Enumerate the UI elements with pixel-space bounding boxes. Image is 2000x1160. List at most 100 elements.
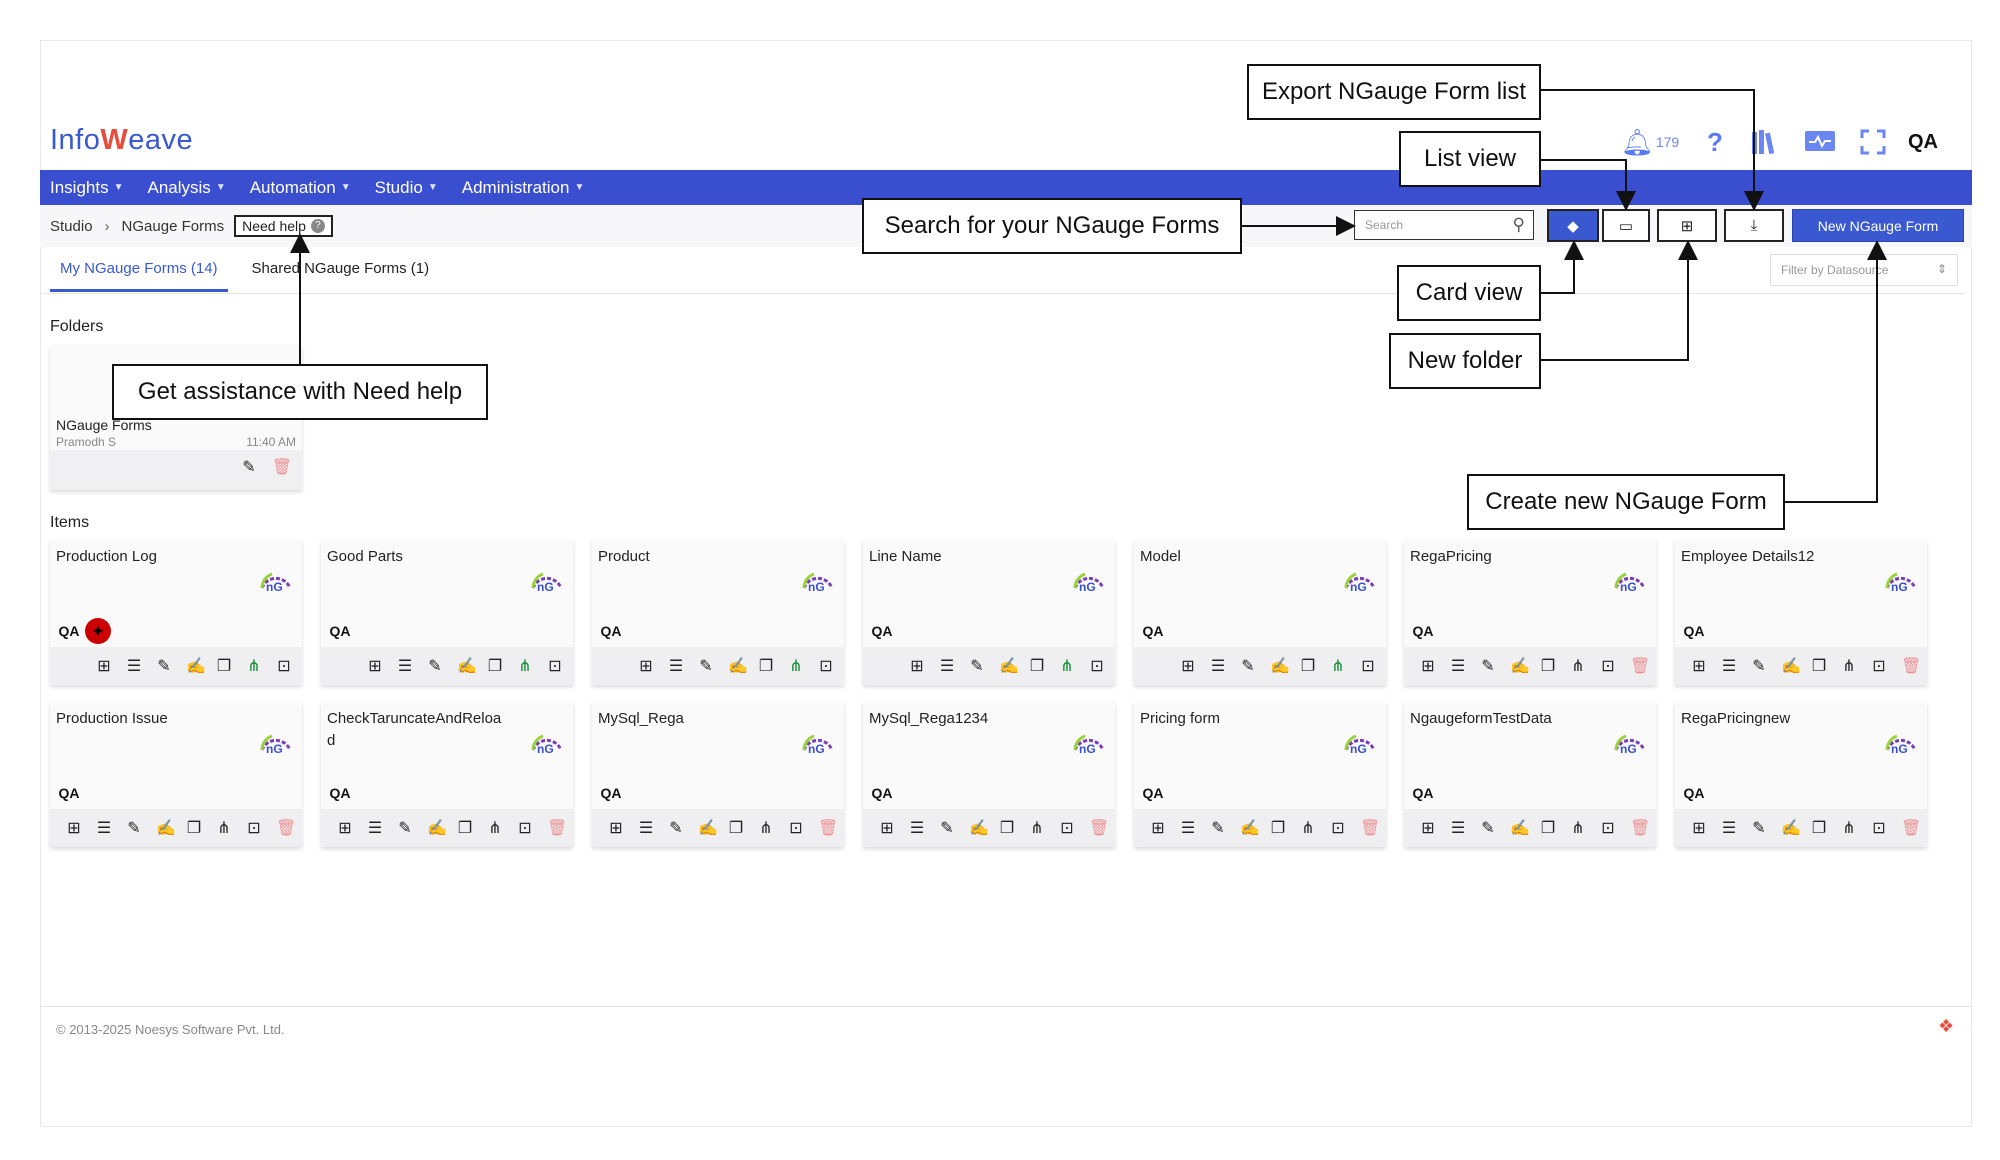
trash-icon[interactable]: 🗑︎ xyxy=(1089,820,1110,837)
plus-icon[interactable]: ⊞ xyxy=(639,658,653,675)
fullscreen-icon[interactable] xyxy=(1855,124,1891,160)
form-card[interactable]: Product nG QA ⊞☰✎✍❐⋔⊡ xyxy=(592,540,844,685)
trash-icon[interactable]: 🗑︎ xyxy=(1630,658,1651,675)
edit-icon[interactable]: ✍ xyxy=(1510,658,1530,675)
list-icon[interactable]: ☰ xyxy=(126,658,142,675)
search-input[interactable]: Search ⚲ xyxy=(1354,210,1534,240)
form-card[interactable]: Production Log nG QA✦ ⊞☰✎✍❐⋔⊡ xyxy=(50,540,302,685)
edit-icon[interactable]: ✍ xyxy=(457,658,477,675)
nav-analysis[interactable]: Analysis▼ xyxy=(148,178,226,198)
move-folder-icon[interactable]: ⊡ xyxy=(1872,658,1886,675)
share-icon[interactable]: ⋔ xyxy=(1571,658,1585,675)
copy-icon[interactable]: ❐ xyxy=(186,820,202,837)
pencil-icon[interactable]: ✎ xyxy=(157,658,171,675)
user-avatar[interactable]: QA xyxy=(1905,124,1941,160)
plus-icon[interactable]: ⊞ xyxy=(1181,658,1195,675)
copy-icon[interactable]: ❐ xyxy=(1029,658,1045,675)
form-card[interactable]: Production Issue nG QA ⊞☰✎✍❐⋔⊡🗑︎ xyxy=(50,702,302,847)
copy-icon[interactable]: ❐ xyxy=(1811,658,1827,675)
copy-icon[interactable]: ❐ xyxy=(1540,820,1556,837)
new-ngauge-form-button[interactable]: New NGauge Form xyxy=(1792,209,1964,242)
move-folder-icon[interactable]: ⊡ xyxy=(518,820,532,837)
edit-icon[interactable]: ✍ xyxy=(1240,820,1260,837)
move-folder-icon[interactable]: ⊡ xyxy=(1601,658,1615,675)
list-icon[interactable]: ☰ xyxy=(397,658,413,675)
plus-icon[interactable]: ⊞ xyxy=(338,820,352,837)
move-folder-icon[interactable]: ⊡ xyxy=(1361,658,1375,675)
pencil-icon[interactable]: ✎ xyxy=(1752,820,1766,837)
plus-icon[interactable]: ⊞ xyxy=(97,658,111,675)
list-icon[interactable]: ☰ xyxy=(909,820,925,837)
pencil-icon[interactable]: ✎ xyxy=(1241,658,1255,675)
plus-icon[interactable]: ⊞ xyxy=(1692,820,1706,837)
trash-icon[interactable]: 🗑︎ xyxy=(1901,820,1922,837)
copy-icon[interactable]: ❐ xyxy=(758,658,774,675)
pencil-icon[interactable]: ✎ xyxy=(699,658,713,675)
form-card[interactable]: CheckTaruncateAndReload nG QA ⊞☰✎✍❐⋔⊡🗑︎ xyxy=(321,702,573,847)
share-icon[interactable]: ⋔ xyxy=(1842,820,1856,837)
list-icon[interactable]: ☰ xyxy=(1210,658,1226,675)
edit-icon[interactable]: ✍ xyxy=(156,820,176,837)
nav-insights[interactable]: Insights▼ xyxy=(50,178,124,198)
list-view-button[interactable]: ▭ xyxy=(1602,209,1650,242)
nav-studio[interactable]: Studio▼ xyxy=(375,178,438,198)
nav-administration[interactable]: Administration▼ xyxy=(462,178,585,198)
infoweave-logo[interactable]: InfoWeave xyxy=(50,124,193,157)
pencil-icon[interactable]: ✎ xyxy=(1752,658,1766,675)
edit-icon[interactable]: ✍ xyxy=(999,658,1019,675)
pencil-icon[interactable]: ✎ xyxy=(669,820,683,837)
export-button[interactable]: ⤓ xyxy=(1724,209,1784,242)
form-card[interactable]: NgaugeformTestData nG QA ⊞☰✎✍❐⋔⊡🗑︎ xyxy=(1404,702,1656,847)
move-folder-icon[interactable]: ⊡ xyxy=(247,820,261,837)
move-folder-icon[interactable]: ⊡ xyxy=(548,658,562,675)
plus-icon[interactable]: ⊞ xyxy=(880,820,894,837)
edit-icon[interactable]: ✍ xyxy=(969,820,989,837)
edit-icon[interactable]: ✍ xyxy=(1270,658,1290,675)
form-card[interactable]: MySql_Rega nG QA ⊞☰✎✍❐⋔⊡🗑︎ xyxy=(592,702,844,847)
pencil-icon[interactable]: ✎ xyxy=(428,658,442,675)
pencil-icon[interactable]: ✎ xyxy=(1481,658,1495,675)
datasource-filter[interactable]: Filter by Datasource ⇕ xyxy=(1770,254,1958,286)
form-card[interactable]: RegaPricingnew nG QA ⊞☰✎✍❐⋔⊡🗑︎ xyxy=(1675,702,1927,847)
share-icon[interactable]: ⋔ xyxy=(1842,658,1856,675)
trash-icon[interactable]: 🗑︎ xyxy=(1901,658,1922,675)
move-folder-icon[interactable]: ⊡ xyxy=(789,820,803,837)
form-card[interactable]: RegaPricing nG QA ⊞☰✎✍❐⋔⊡🗑︎ xyxy=(1404,540,1656,685)
form-card[interactable]: Pricing form nG QA ⊞☰✎✍❐⋔⊡🗑︎ xyxy=(1134,702,1386,847)
tab-my-forms[interactable]: My NGauge Forms (14) xyxy=(50,252,228,292)
share-icon[interactable]: ⋔ xyxy=(759,820,773,837)
list-icon[interactable]: ☰ xyxy=(367,820,383,837)
list-icon[interactable]: ☰ xyxy=(1180,820,1196,837)
edit-icon[interactable]: ✍ xyxy=(427,820,447,837)
list-icon[interactable]: ☰ xyxy=(668,658,684,675)
trash-icon[interactable]: 🗑︎ xyxy=(276,820,297,837)
share-icon[interactable]: ⋔ xyxy=(789,658,803,675)
plus-icon[interactable]: ⊞ xyxy=(1421,820,1435,837)
edit-icon[interactable]: ✍ xyxy=(1510,820,1530,837)
list-icon[interactable]: ☰ xyxy=(1450,820,1466,837)
list-icon[interactable]: ☰ xyxy=(1721,658,1737,675)
notifications[interactable]: 🔔︎179 xyxy=(1620,124,1680,160)
copy-icon[interactable]: ❐ xyxy=(728,820,744,837)
nav-automation[interactable]: Automation▼ xyxy=(250,178,351,198)
pencil-icon[interactable]: ✎ xyxy=(1211,820,1225,837)
move-folder-icon[interactable]: ⊡ xyxy=(1872,820,1886,837)
edit-icon[interactable]: ✍ xyxy=(1781,820,1801,837)
form-card[interactable]: Model nG QA ⊞☰✎✍❐⋔⊡ xyxy=(1134,540,1386,685)
copy-icon[interactable]: ❐ xyxy=(1270,820,1286,837)
form-card[interactable]: Line Name nG QA ⊞☰✎✍❐⋔⊡ xyxy=(863,540,1115,685)
move-folder-icon[interactable]: ⊡ xyxy=(1090,658,1104,675)
edit-icon[interactable]: ✍ xyxy=(186,658,206,675)
move-folder-icon[interactable]: ⊡ xyxy=(277,658,291,675)
move-folder-icon[interactable]: ⊡ xyxy=(1331,820,1345,837)
plus-icon[interactable]: ⊞ xyxy=(1421,658,1435,675)
copy-icon[interactable]: ❐ xyxy=(487,658,503,675)
share-icon[interactable]: ⋔ xyxy=(1060,658,1074,675)
share-icon[interactable]: ⋔ xyxy=(217,820,231,837)
pencil-icon[interactable]: ✎ xyxy=(970,658,984,675)
share-icon[interactable]: ⋔ xyxy=(1571,820,1585,837)
plus-icon[interactable]: ⊞ xyxy=(67,820,81,837)
form-card[interactable]: Employee Details12 nG QA ⊞☰✎✍❐⋔⊡🗑︎ xyxy=(1675,540,1927,685)
share-icon[interactable]: ⋔ xyxy=(488,820,502,837)
move-folder-icon[interactable]: ⊡ xyxy=(1601,820,1615,837)
